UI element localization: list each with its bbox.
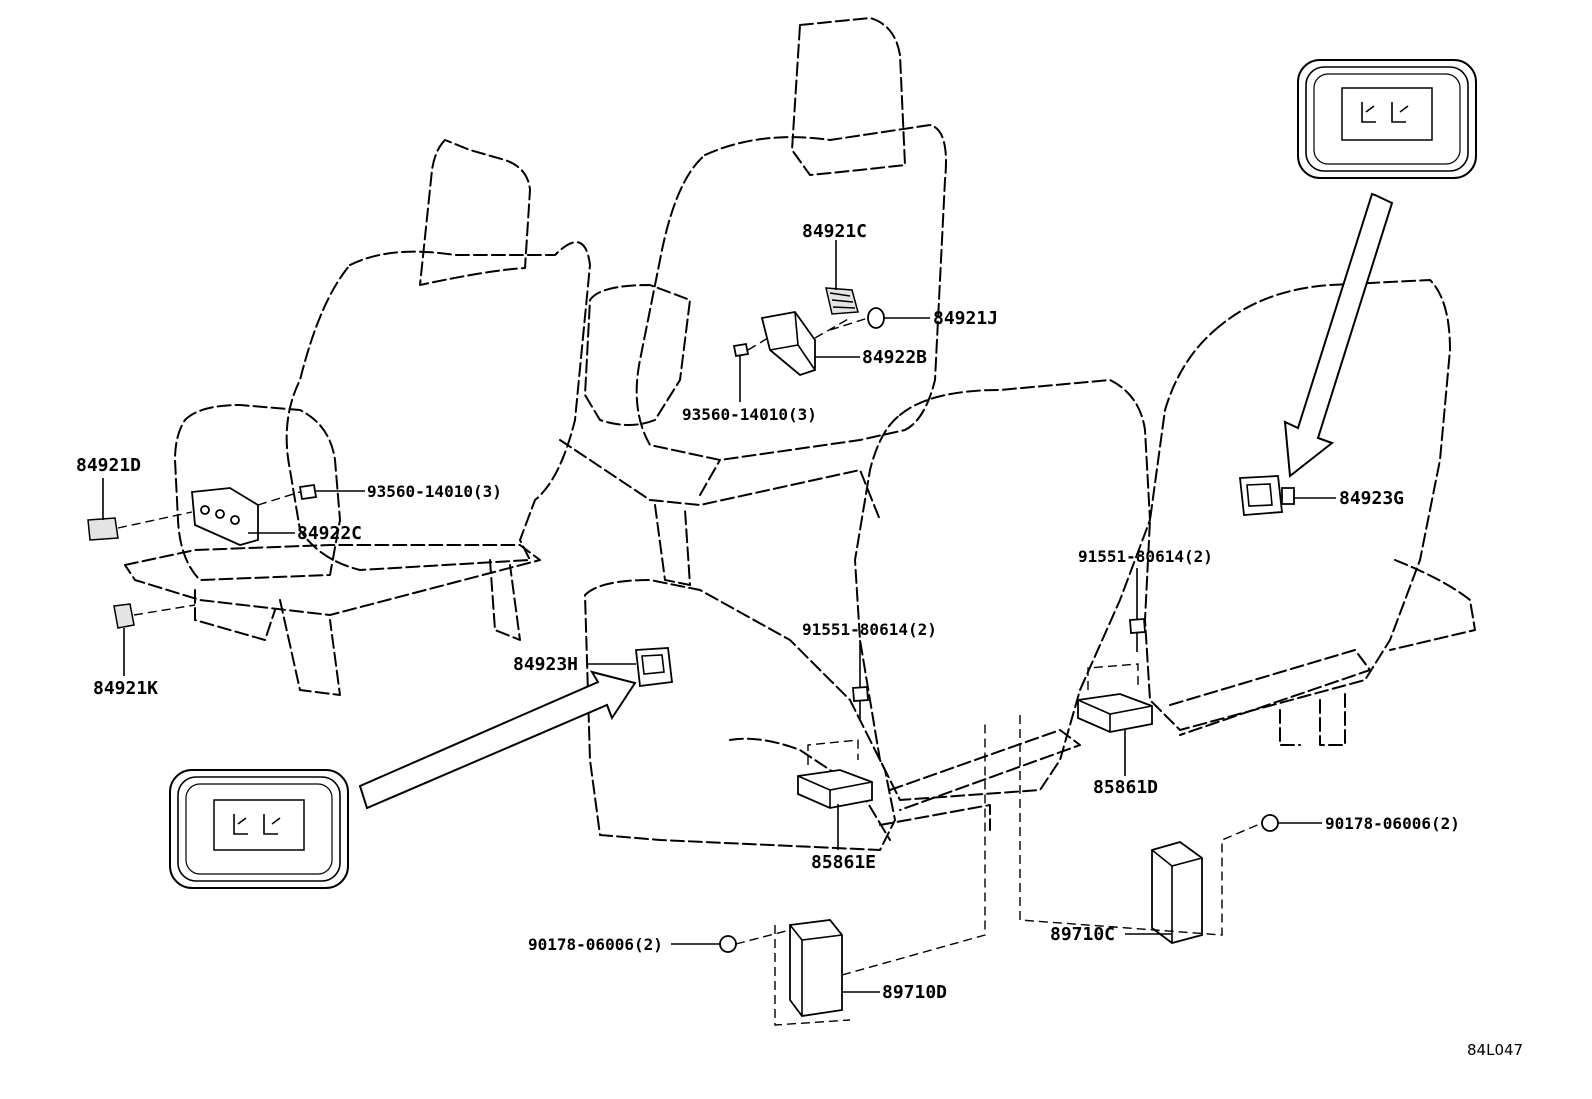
callout-84922C: 84922C <box>297 523 362 544</box>
part-84921D <box>87 517 119 541</box>
callout-85861D: 85861D <box>1093 777 1158 798</box>
nut-90178-left <box>719 935 737 953</box>
part-84923H <box>635 647 673 688</box>
screw-91551-right <box>1129 618 1146 634</box>
seat-icon <box>1361 102 1376 123</box>
part-84922B <box>760 311 816 377</box>
part-89710D <box>789 919 843 1017</box>
callout-93560-lower: 93560-14010(3) <box>367 482 502 501</box>
diagram-ref-code: 84L047 <box>1467 1041 1523 1059</box>
screw-93560-upper <box>732 342 750 358</box>
callout-89710C: 89710C <box>1050 924 1115 945</box>
callout-90178-left: 90178-06006(2) <box>528 935 663 954</box>
callout-84923G: 84923G <box>1339 488 1404 509</box>
callout-84923H: 84923H <box>513 654 578 675</box>
callout-91551-right: 91551-80614(2) <box>1078 547 1213 566</box>
callout-84921D: 84921D <box>76 455 141 476</box>
nut-90178-right <box>1261 814 1279 832</box>
callout-89710D: 89710D <box>882 982 947 1003</box>
switch-panel-detail-bottom <box>169 769 349 889</box>
callout-93560-upper: 93560-14010(3) <box>682 405 817 424</box>
seat-icon <box>263 814 281 835</box>
callout-84921K: 84921K <box>93 678 158 699</box>
callout-90178-right: 90178-06006(2) <box>1325 814 1460 833</box>
detail-arrow-down <box>1283 192 1394 478</box>
screw-93560-lower <box>298 483 318 501</box>
left-rear-seat-outline <box>584 379 1151 851</box>
leader-lines <box>102 240 1336 993</box>
part-84921K <box>113 603 135 629</box>
part-84921J <box>867 307 885 329</box>
seat-icon <box>1391 102 1409 123</box>
right-rear-seat-outline <box>1144 279 1476 746</box>
part-84923G <box>1239 475 1283 516</box>
screw-91551-left <box>852 686 869 702</box>
callout-84921C: 84921C <box>802 221 867 242</box>
switch-panel-detail-top <box>1297 59 1477 179</box>
seat-icon <box>233 814 248 835</box>
left-front-seat-outline <box>124 139 591 696</box>
part-89710C <box>1151 841 1203 944</box>
callout-84922B: 84922B <box>862 347 927 368</box>
right-front-seat-outline <box>559 17 947 586</box>
callout-91551-left: 91551-80614(2) <box>802 620 937 639</box>
detail-arrow-right <box>358 670 637 810</box>
callout-84921J: 84921J <box>933 308 998 329</box>
part-84922C <box>191 487 259 546</box>
callout-85861E: 85861E <box>811 852 876 873</box>
